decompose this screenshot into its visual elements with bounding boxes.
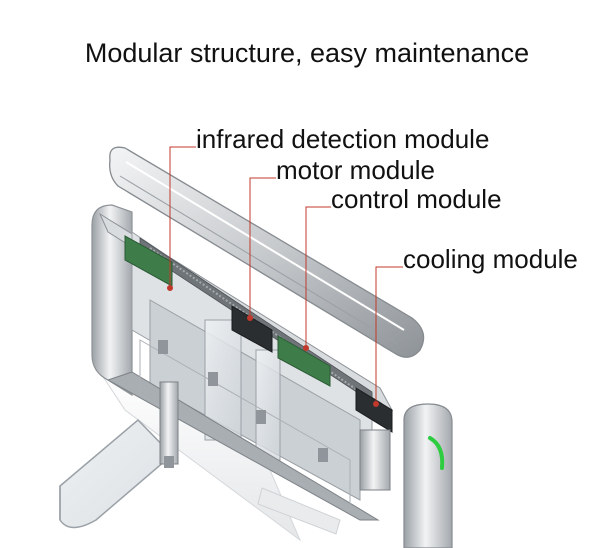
glass-flap (59, 418, 174, 529)
flap-hinge (159, 381, 179, 468)
leader-point-infrared (167, 285, 173, 291)
leader-lines (169, 146, 403, 404)
leader-infrared (169, 146, 196, 288)
leader-point-cooling (373, 401, 379, 407)
callout-cooling-module: cooling module (403, 244, 578, 274)
leader-control (305, 206, 331, 348)
leader-cooling (375, 266, 403, 404)
leader-points (167, 285, 379, 407)
leader-point-motor (247, 315, 253, 321)
status-light-icon (428, 436, 445, 470)
leader-point-control (303, 345, 309, 351)
leader-motor (249, 177, 276, 318)
callout-control-module: control module (331, 184, 502, 214)
callout-motor-module: motor module (276, 155, 435, 185)
callout-infrared-detection-module: infrared detection module (196, 124, 490, 154)
top-cover (109, 146, 425, 358)
adjacent-unit (403, 403, 453, 548)
diagram-title: Modular structure, easy maintenance (84, 38, 530, 68)
internal-modules (124, 235, 393, 491)
